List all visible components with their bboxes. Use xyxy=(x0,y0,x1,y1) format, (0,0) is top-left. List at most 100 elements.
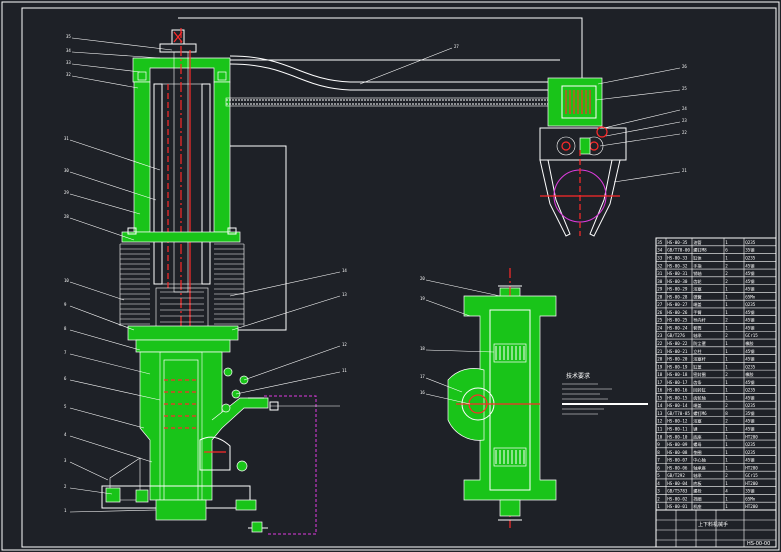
bom-cell-no: 10 xyxy=(657,434,663,439)
balloon-12: 12 xyxy=(342,342,347,347)
balloon-13: 13 xyxy=(342,292,347,297)
bom-cell-code: HS-00-12 xyxy=(667,419,688,424)
bom-cell-qty: 1 xyxy=(725,395,728,400)
balloon-7: 7 xyxy=(64,350,67,355)
bom-cell-name: 油管 xyxy=(693,239,701,246)
bom-cell-no: 3 xyxy=(657,489,660,494)
bom-cell-qty: 1 xyxy=(725,426,728,431)
balloon-8: 8 xyxy=(64,326,67,331)
bom-cell-mat: Q235 xyxy=(745,240,756,245)
balloon-10: 10 xyxy=(64,278,69,283)
bom-cell-name: 弹簧 xyxy=(693,293,701,300)
bom-cell-mat: 65Mn xyxy=(745,496,756,501)
bom-cell-mat: Q235 xyxy=(745,302,756,307)
bom-cell-qty: 1 xyxy=(725,325,728,330)
balloon-27: 27 xyxy=(454,44,459,49)
bom-cell-code: HS-00-25 xyxy=(667,318,688,323)
bom-cell-no: 34 xyxy=(657,248,663,253)
bom-cell-mat: Q235 xyxy=(745,450,756,455)
bom-cell-no: 25 xyxy=(657,318,663,323)
bom-cell-code: HS-00-22 xyxy=(667,341,688,346)
bom-cell-qty: 1 xyxy=(725,458,728,463)
bom-cell-code: GB/T292 xyxy=(667,473,685,478)
bom-cell-code: GB/T70-00 xyxy=(667,248,690,253)
bom-cell-code: HS-00-17 xyxy=(667,380,688,385)
bom-cell-name: 套筒 xyxy=(693,324,701,331)
balloon-29: 29 xyxy=(64,190,69,195)
bom-cell-code: HS-00-11 xyxy=(667,426,688,431)
bom-cell-qty: 2 xyxy=(725,279,728,284)
bom-cell-name: 销轴 xyxy=(693,270,701,277)
balloon-28: 28 xyxy=(64,214,69,219)
bom-cell-mat: Q235 xyxy=(745,256,756,261)
bom-cell-no: 9 xyxy=(657,442,660,447)
bom-cell-no: 18 xyxy=(657,372,663,377)
bom-cell-no: 23 xyxy=(657,333,663,338)
bom-cell-code: GB/T70-85 xyxy=(667,411,690,416)
bom-cell-name: 机座 xyxy=(693,503,701,510)
balloon-19: 19 xyxy=(420,296,425,301)
bom-cell-mat: 65Mn xyxy=(745,294,756,299)
balloon-30: 30 xyxy=(64,168,69,173)
balloon-6: 6 xyxy=(64,376,67,381)
bom-cell-code: HS-00-21 xyxy=(667,349,688,354)
bom-cell-name: 防尘罩 xyxy=(693,340,706,347)
title-block-name: 上下料机械手 xyxy=(698,521,728,528)
bom-cell-code: HS-00-28 xyxy=(667,294,688,299)
balloon-14: 14 xyxy=(342,268,347,273)
bom-cell-name: 缸体 xyxy=(693,255,702,262)
bom-cell-no: 1 xyxy=(657,504,660,509)
bom-cell-name: 底板 xyxy=(693,480,702,487)
bom-cell-no: 33 xyxy=(657,256,663,261)
bom-cell-no: 27 xyxy=(657,302,663,307)
bom-cell-no: 13 xyxy=(657,411,663,416)
bom-cell-qty: 8 xyxy=(725,411,728,416)
bom-cell-code: HS-00-27 xyxy=(667,302,688,307)
bom-cell-qty: 1 xyxy=(725,434,728,439)
bom-cell-mat: 橡胶 xyxy=(745,371,753,378)
bom-cell-code: HS-00-19 xyxy=(667,364,688,369)
balloon-33: 33 xyxy=(66,60,71,65)
balloon-25: 25 xyxy=(682,86,687,91)
bom-cell-qty: 1 xyxy=(725,364,728,369)
bom-cell-qty: 1 xyxy=(725,302,728,307)
bom-cell-code: HS-00-26 xyxy=(667,310,688,315)
bom-cell-mat: 45钢 xyxy=(745,418,754,425)
bom-cell-qty: 1 xyxy=(725,310,728,315)
bom-cell-no: 11 xyxy=(657,426,663,431)
bom-cell-mat: 橡胶 xyxy=(745,340,753,347)
balloon-11: 11 xyxy=(342,368,347,373)
bom-cell-mat: HT200 xyxy=(745,504,758,509)
bom-cell-mat: HT200 xyxy=(745,434,758,439)
bom-cell-qty: 2 xyxy=(725,333,728,338)
bom-cell-qty: 4 xyxy=(725,489,728,494)
bom-cell-qty: 6 xyxy=(725,248,728,253)
bom-cell-qty: 2 xyxy=(725,263,728,268)
bom-cell-no: 12 xyxy=(657,419,663,424)
bom-cell-qty: 1 xyxy=(725,357,728,362)
main-column-view xyxy=(101,28,317,535)
bom-cell-no: 31 xyxy=(657,271,663,276)
bom-cell-no: 30 xyxy=(657,279,663,284)
bom-cell-mat: 45钢 xyxy=(745,348,754,355)
balloon-20: 20 xyxy=(420,276,425,281)
bom-cell-qty: 1 xyxy=(725,504,728,509)
bom-cell-code: HS-00-20 xyxy=(667,357,688,362)
bom-cell-qty: 1 xyxy=(725,450,728,455)
bom-cell-name: 齿条 xyxy=(693,379,702,386)
bom-cell-code: HS-00-06 xyxy=(667,465,688,470)
bom-cell-no: 19 xyxy=(657,364,663,369)
bom-cell-name: 端盖 xyxy=(693,301,701,308)
bom-cell-qty: 2 xyxy=(725,403,728,408)
bom-cell-qty: 1 xyxy=(725,349,728,354)
bom-cell-code: HS-00-15 xyxy=(667,395,688,400)
bom-cell-no: 7 xyxy=(657,458,660,463)
bom-cell-name: 端盖 xyxy=(693,402,701,409)
bom-cell-name: 手指 xyxy=(693,262,701,269)
balloon-3: 3 xyxy=(64,458,67,463)
bom-cell-no: 28 xyxy=(657,294,663,299)
bom-cell-qty: 1 xyxy=(725,380,728,385)
bom-cell-code: GB/T5783 xyxy=(667,489,688,494)
bom-cell-name: 轴承 xyxy=(693,332,702,339)
bom-cell-code: HS-00-07 xyxy=(667,458,688,463)
